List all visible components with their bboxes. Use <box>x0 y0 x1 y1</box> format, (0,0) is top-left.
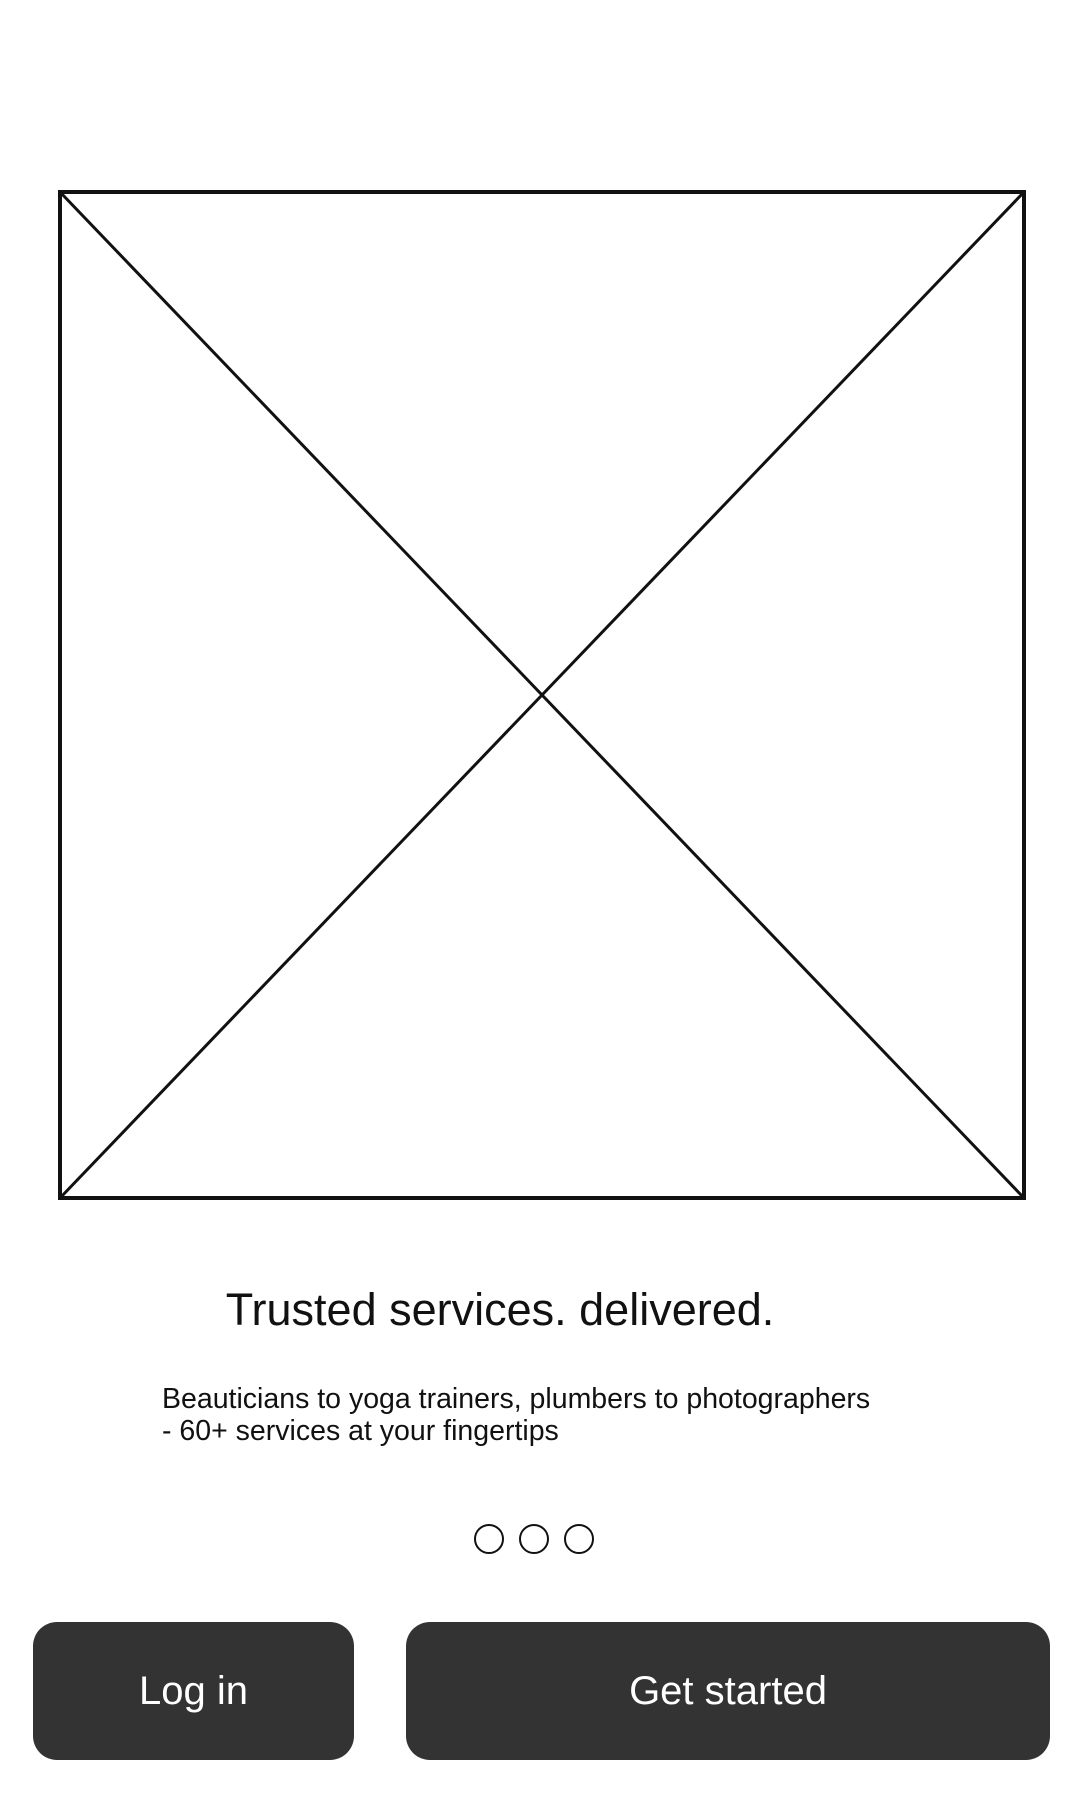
onboarding-title: Trusted services. delivered. <box>225 1284 775 1335</box>
login-button[interactable]: Log in <box>33 1622 354 1760</box>
page-dot-3[interactable] <box>564 1524 594 1554</box>
page-dot-2[interactable] <box>519 1524 549 1554</box>
hero-image-placeholder <box>58 190 1026 1200</box>
subtitle-line: - 60+ services at your fingertips <box>162 1415 559 1447</box>
page-indicator <box>474 1524 594 1554</box>
onboarding-subtitle: Beauticians to yoga trainers, plumbers t… <box>162 1383 962 1447</box>
get-started-button[interactable]: Get started <box>406 1622 1050 1760</box>
subtitle-line: Beauticians to yoga trainers, plumbers t… <box>162 1383 871 1415</box>
page-dot-1[interactable] <box>474 1524 504 1554</box>
image-placeholder-icon <box>58 190 1026 1200</box>
